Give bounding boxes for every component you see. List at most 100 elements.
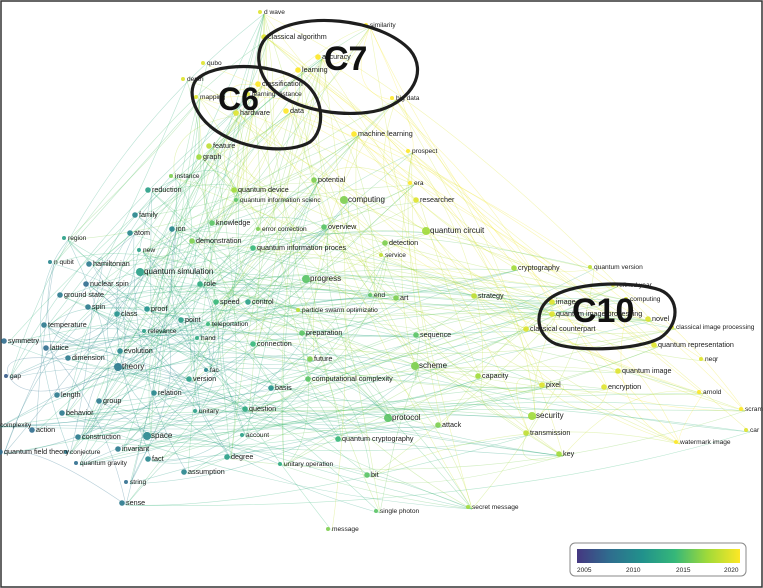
- term-label[interactable]: dimension: [72, 353, 105, 362]
- term-label[interactable]: classical algorithm: [268, 32, 327, 41]
- term-node[interactable]: [132, 212, 138, 218]
- term-node[interactable]: [231, 187, 237, 193]
- term-node[interactable]: [209, 220, 215, 226]
- term-label[interactable]: point: [185, 315, 201, 324]
- term-label[interactable]: class: [121, 309, 138, 318]
- term-label[interactable]: control: [252, 297, 274, 306]
- term-node[interactable]: [201, 61, 205, 65]
- term-node[interactable]: [523, 326, 529, 332]
- term-label[interactable]: image: [556, 297, 576, 306]
- term-node[interactable]: [74, 461, 78, 465]
- term-node[interactable]: [523, 430, 529, 436]
- term-label[interactable]: relevance: [148, 328, 177, 335]
- term-node[interactable]: [302, 275, 310, 283]
- term-label[interactable]: relation: [158, 388, 182, 397]
- term-node[interactable]: [246, 92, 250, 96]
- term-node[interactable]: [64, 450, 68, 454]
- term-label[interactable]: quantum image: [622, 366, 672, 375]
- term-node[interactable]: [57, 292, 63, 298]
- term-node[interactable]: [41, 322, 47, 328]
- term-label[interactable]: degree: [231, 452, 253, 461]
- term-node[interactable]: [311, 177, 317, 183]
- term-node[interactable]: [549, 299, 555, 305]
- term-label[interactable]: quantum circuit: [430, 226, 485, 235]
- term-node[interactable]: [283, 108, 289, 114]
- term-label[interactable]: scheme: [419, 361, 448, 370]
- term-node[interactable]: [119, 500, 125, 506]
- term-label[interactable]: accuracy: [322, 52, 351, 61]
- term-label[interactable]: construction: [82, 432, 121, 441]
- term-node[interactable]: [114, 363, 122, 371]
- term-label[interactable]: assumption: [188, 467, 225, 476]
- term-label[interactable]: preparation: [306, 328, 342, 337]
- term-label[interactable]: prospect: [412, 148, 437, 155]
- term-label[interactable]: service: [385, 252, 406, 259]
- term-node[interactable]: [197, 281, 203, 287]
- term-label[interactable]: speed: [220, 297, 240, 306]
- term-node[interactable]: [268, 385, 274, 391]
- term-label[interactable]: computing: [348, 195, 385, 204]
- term-node[interactable]: [335, 436, 341, 442]
- term-label[interactable]: complexity: [0, 422, 32, 429]
- term-label[interactable]: quantum version: [594, 264, 643, 271]
- term-label[interactable]: detection: [389, 238, 418, 247]
- term-node[interactable]: [255, 81, 261, 87]
- term-node[interactable]: [137, 248, 141, 252]
- term-label[interactable]: protocol: [392, 413, 421, 422]
- term-label[interactable]: new: [143, 247, 155, 254]
- term-node[interactable]: [674, 440, 678, 444]
- term-node[interactable]: [340, 196, 348, 204]
- term-node[interactable]: [195, 336, 199, 340]
- term-label[interactable]: arnold: [703, 389, 722, 396]
- term-label[interactable]: action: [36, 425, 55, 434]
- term-label[interactable]: learning: [302, 65, 328, 74]
- term-node[interactable]: [408, 181, 412, 185]
- term-node[interactable]: [406, 149, 410, 153]
- term-node[interactable]: [59, 410, 65, 416]
- term-label[interactable]: watermark image: [679, 439, 731, 446]
- term-node[interactable]: [144, 306, 150, 312]
- term-node[interactable]: [435, 422, 441, 428]
- term-label[interactable]: novel: [652, 314, 670, 323]
- term-node[interactable]: [299, 330, 305, 336]
- term-node[interactable]: [699, 357, 703, 361]
- term-node[interactable]: [739, 407, 743, 411]
- term-label[interactable]: classification: [262, 79, 303, 88]
- term-label[interactable]: family: [139, 210, 158, 219]
- term-node[interactable]: [511, 265, 517, 271]
- term-node[interactable]: [29, 427, 35, 433]
- term-node[interactable]: [475, 373, 481, 379]
- term-label[interactable]: researcher: [420, 195, 455, 204]
- term-label[interactable]: potential: [318, 175, 346, 184]
- term-label[interactable]: end: [374, 292, 385, 299]
- term-label[interactable]: demonstration: [196, 236, 242, 245]
- term-node[interactable]: [224, 454, 230, 460]
- term-label[interactable]: instance: [175, 173, 200, 180]
- term-node[interactable]: [379, 253, 383, 257]
- term-node[interactable]: [390, 96, 394, 100]
- term-label[interactable]: bit: [371, 470, 379, 479]
- term-node[interactable]: [588, 265, 592, 269]
- term-node[interactable]: [242, 406, 248, 412]
- term-node[interactable]: [539, 382, 545, 388]
- term-label[interactable]: sense: [126, 498, 145, 507]
- term-node[interactable]: [321, 224, 327, 230]
- term-label[interactable]: mapping: [200, 94, 226, 101]
- term-label[interactable]: region: [68, 235, 87, 242]
- term-node[interactable]: [178, 317, 184, 323]
- term-label[interactable]: future: [314, 354, 332, 363]
- term-node[interactable]: [556, 451, 562, 457]
- term-node[interactable]: [245, 299, 251, 305]
- term-label[interactable]: d wave: [264, 9, 285, 16]
- term-label[interactable]: ground state: [64, 290, 104, 299]
- term-label[interactable]: fac: [210, 367, 219, 374]
- term-node[interactable]: [307, 356, 313, 362]
- term-node[interactable]: [75, 434, 81, 440]
- term-label[interactable]: message: [332, 526, 359, 533]
- term-node[interactable]: [48, 260, 52, 264]
- term-node[interactable]: [189, 238, 195, 244]
- term-node[interactable]: [54, 392, 60, 398]
- term-label[interactable]: atom: [134, 228, 150, 237]
- term-node[interactable]: [62, 236, 66, 240]
- term-label[interactable]: spin: [92, 302, 105, 311]
